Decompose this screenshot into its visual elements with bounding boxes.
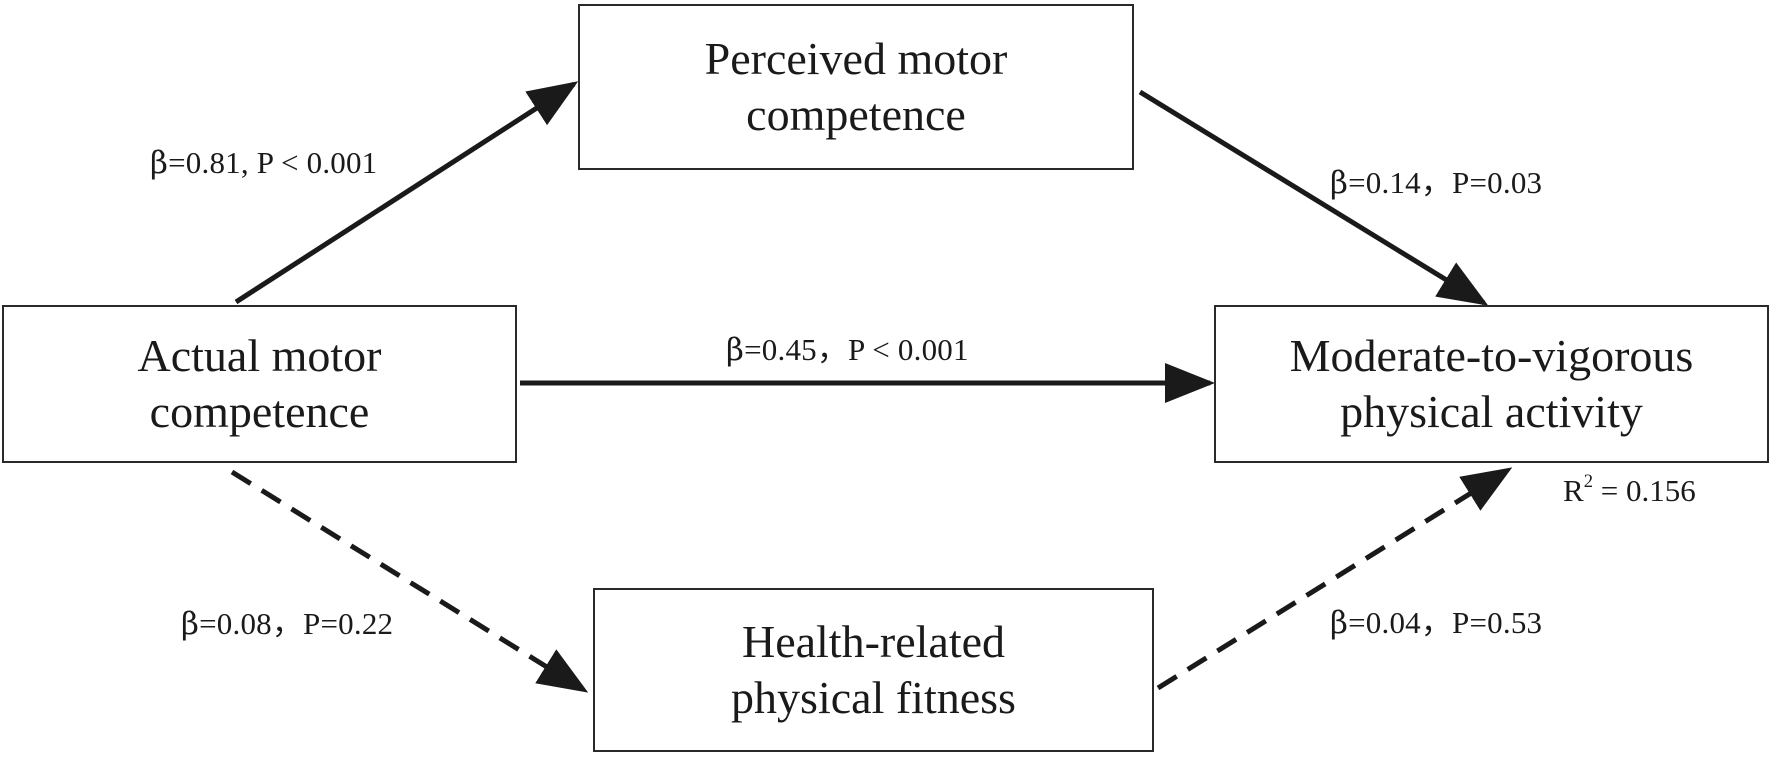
label-actual-to-mvpa: β=0.45，P < 0.001 — [726, 324, 969, 369]
box-fitness-line1: Health-related — [741, 615, 1006, 667]
r-squared-label: R2 = 0.156 — [1563, 471, 1696, 509]
r-squared-value: = 0.156 — [1592, 473, 1696, 508]
arrow-actual-to-fitness — [230, 469, 589, 693]
arrow-actual-to-perceived — [234, 81, 579, 305]
r-exponent: 2 — [1583, 471, 1593, 493]
box-perceived-line2: competence — [746, 89, 966, 140]
coefficient-text: =0.04，P=0.53 — [1348, 605, 1543, 640]
box-actual-line1: Actual motor — [137, 329, 382, 381]
label-perceived-to-mvpa: β=0.14，P=0.03 — [1330, 157, 1542, 202]
coefficient-text: =0.45，P < 0.001 — [744, 332, 969, 367]
r-symbol: R — [1563, 473, 1584, 508]
beta-symbol: β — [1330, 605, 1349, 641]
coefficient-text: =0.81, P < 0.001 — [168, 145, 378, 180]
label-actual-to-fitness: β=0.08，P=0.22 — [181, 598, 393, 643]
box-fitness-line2: physical fitness — [731, 672, 1016, 723]
box-mvpa-line2: physical activity — [1340, 386, 1643, 437]
box-perceived-motor-competence: Perceived motor competence — [578, 4, 1134, 170]
box-mvpa-line1: Moderate-to-vigorous — [1289, 329, 1694, 381]
box-moderate-to-vigorous-physical-activity: Moderate-to-vigorous physical activity — [1214, 305, 1769, 463]
label-actual-to-perceived: β=0.81, P < 0.001 — [150, 145, 377, 181]
box-actual-line2: competence — [149, 386, 370, 437]
beta-symbol: β — [150, 145, 169, 181]
beta-symbol: β — [181, 606, 200, 642]
box-perceived-line1: Perceived motor — [704, 32, 1008, 84]
label-fitness-to-mvpa: β=0.04，P=0.53 — [1330, 597, 1542, 642]
arrow-perceived-to-mvpa — [1138, 89, 1489, 306]
arrow-fitness-to-mvpa — [1156, 467, 1513, 691]
box-health-related-physical-fitness: Health-related physical fitness — [593, 588, 1154, 752]
box-actual-motor-competence: Actual motor competence — [2, 305, 517, 463]
beta-symbol: β — [1330, 165, 1349, 201]
beta-symbol: β — [726, 332, 745, 368]
coefficient-text: =0.14，P=0.03 — [1348, 165, 1543, 200]
coefficient-text: =0.08，P=0.22 — [199, 606, 394, 641]
